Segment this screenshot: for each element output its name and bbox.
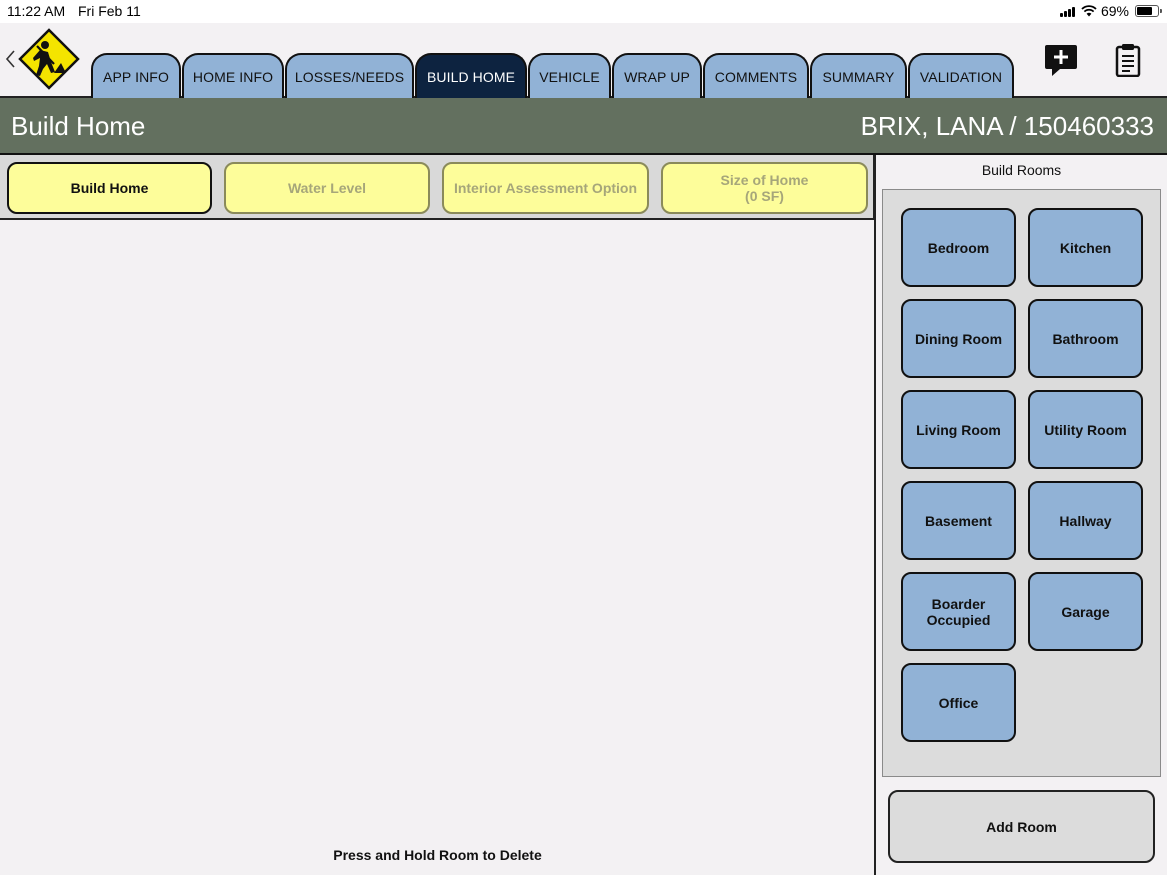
room-dining-room-button[interactable]: Dining Room <box>901 299 1016 378</box>
add-comment-icon[interactable] <box>1044 43 1078 77</box>
status-time: 11:22 AM <box>7 3 66 19</box>
step-bar: Build Home Water Level Interior Assessme… <box>0 155 875 220</box>
room-office-button[interactable]: Office <box>901 663 1016 742</box>
build-home-canvas: Build Home Water Level Interior Assessme… <box>0 155 875 875</box>
tab-comments[interactable]: COMMENTS <box>703 53 809 98</box>
room-basement-button[interactable]: Basement <box>901 481 1016 560</box>
room-utility-room-button[interactable]: Utility Room <box>1028 390 1143 469</box>
room-living-room-button[interactable]: Living Room <box>901 390 1016 469</box>
step-label: Build Home <box>70 180 149 196</box>
tab-app-info[interactable]: APP INFO <box>91 53 181 98</box>
page-title: Build Home <box>11 111 146 141</box>
step-label: Water Level <box>287 180 367 196</box>
panel-divider <box>874 155 876 875</box>
delete-hint: Press and Hold Room to Delete <box>333 847 542 863</box>
tab-losses-needs[interactable]: LOSSES/NEEDS <box>285 53 414 98</box>
room-bathroom-button[interactable]: Bathroom <box>1028 299 1143 378</box>
add-room-button[interactable]: Add Room <box>888 790 1155 863</box>
rooms-panel: Build Rooms Bedroom Kitchen Dining Room … <box>876 155 1167 875</box>
step-size-of-home-button[interactable]: Size of Home (0 SF) <box>661 162 868 214</box>
room-garage-button[interactable]: Garage <box>1028 572 1143 651</box>
cellular-signal-icon <box>1059 6 1075 17</box>
status-date: Fri Feb 11 <box>78 3 141 19</box>
tab-wrap-up[interactable]: WRAP UP <box>612 53 702 98</box>
battery-icon <box>1135 5 1162 17</box>
step-interior-assessment-button[interactable]: Interior Assessment Option <box>442 162 649 214</box>
step-build-home-button[interactable]: Build Home <box>7 162 212 214</box>
tab-home-info[interactable]: HOME INFO <box>182 53 284 98</box>
construction-worker-icon <box>18 28 80 90</box>
tab-summary[interactable]: SUMMARY <box>810 53 907 98</box>
step-label: Size of Home <box>720 172 809 188</box>
status-bar: 11:22 AM Fri Feb 11 69% <box>0 0 1167 23</box>
room-kitchen-button[interactable]: Kitchen <box>1028 208 1143 287</box>
title-bar: Build Home BRIX, LANA / 150460333 <box>0 98 1167 155</box>
room-bedroom-button[interactable]: Bedroom <box>901 208 1016 287</box>
wifi-icon <box>1081 5 1097 17</box>
back-chevron-icon[interactable] <box>3 48 17 70</box>
tab-build-home[interactable]: BUILD HOME <box>415 53 527 98</box>
status-indicators: 69% <box>1059 3 1162 19</box>
step-sublabel: (0 SF) <box>745 188 784 204</box>
nav-header: APP INFO HOME INFO LOSSES/NEEDS BUILD HO… <box>0 23 1167 98</box>
step-water-level-button[interactable]: Water Level <box>224 162 430 214</box>
client-name-id: BRIX, LANA / 150460333 <box>860 111 1154 141</box>
clipboard-icon[interactable] <box>1111 43 1145 77</box>
tab-vehicle[interactable]: VEHICLE <box>528 53 611 98</box>
battery-percent: 69% <box>1100 3 1129 19</box>
rooms-grid: Bedroom Kitchen Dining Room Bathroom Liv… <box>882 189 1161 777</box>
room-hallway-button[interactable]: Hallway <box>1028 481 1143 560</box>
step-label: Interior Assessment Option <box>453 180 638 196</box>
tab-validation[interactable]: VALIDATION <box>908 53 1014 98</box>
rooms-panel-title: Build Rooms <box>981 162 1062 178</box>
room-boarder-occupied-button[interactable]: Boarder Occupied <box>901 572 1016 651</box>
